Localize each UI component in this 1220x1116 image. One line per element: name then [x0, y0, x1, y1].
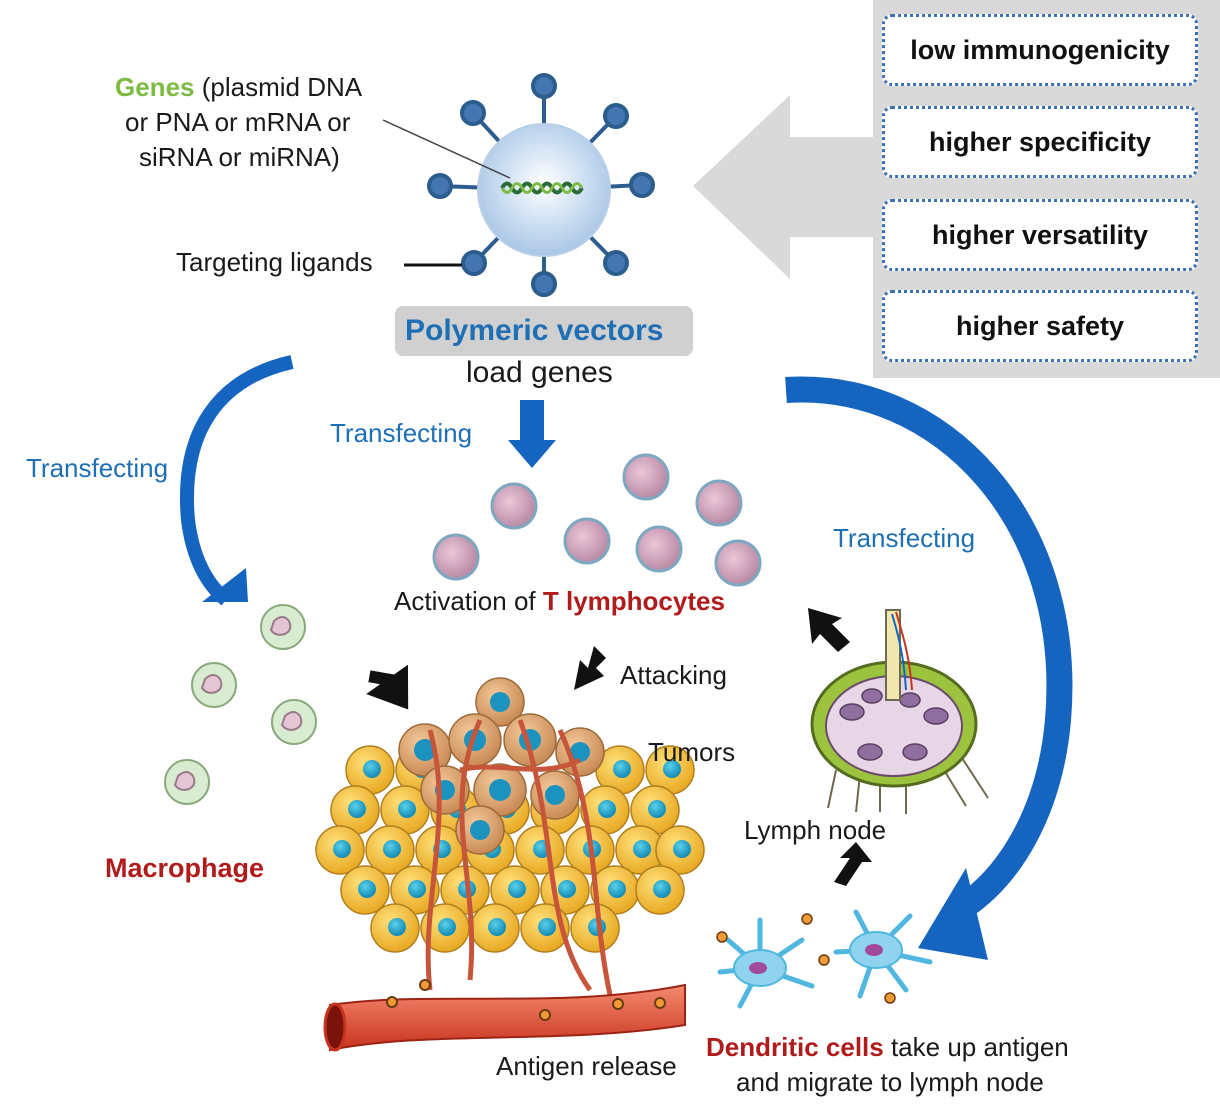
t-lymphocyte-cells: [432, 453, 762, 587]
tumor-nucleus: [488, 918, 506, 936]
polymeric-vectors-box: [395, 306, 693, 356]
genes-caption-line1: Genes (plasmid DNA: [115, 74, 362, 100]
tumor-nucleus: [558, 880, 576, 898]
left-transfect-arrow: [180, 355, 294, 606]
right-transfect-arrow: [785, 376, 1073, 924]
tumor-nucleus: [383, 840, 401, 858]
tumor-nucleus: [648, 800, 666, 818]
down-arrow: [508, 400, 556, 468]
blood-vessel: [323, 979, 686, 1052]
genes-label: Genes: [115, 72, 195, 102]
attacking-label: Attacking: [620, 660, 727, 690]
tumor-nucleus: [388, 918, 406, 936]
dendritic-caption-line1: Dendritic cells take up antigen: [706, 1034, 1069, 1060]
genes-caption-line3: siRNA or miRNA): [139, 142, 340, 172]
transfecting-left-label: Transfecting: [26, 453, 169, 483]
t-lymphocyte-prefix: Activation of: [394, 586, 543, 616]
property-low-immunogenicity: low immunogenicity: [882, 14, 1198, 86]
dendritic-cells: [716, 909, 933, 1009]
transfecting-center-label: Transfecting: [330, 418, 473, 448]
dendritic-rest: take up antigen: [883, 1032, 1069, 1062]
tumor-nucleus: [348, 800, 366, 818]
tumor-nucleus: [633, 840, 651, 858]
tumor-nucleus: [598, 800, 616, 818]
tumors-label: Tumors: [648, 737, 736, 767]
tumor-nucleus: [608, 880, 626, 898]
tumor-nucleus: [673, 840, 691, 858]
tumor-nucleus: [508, 880, 526, 898]
t-lymphocyte-caption: Activation of T lymphocytes: [394, 588, 725, 614]
genes-detail-1: (plasmid DNA: [194, 72, 363, 102]
transfecting-right-label: Transfecting: [833, 523, 976, 553]
tumor-nucleus: [438, 918, 456, 936]
tumor-nucleus: [358, 880, 376, 898]
tumor-nucleus: [613, 760, 631, 778]
lymph-node-icon: [810, 609, 989, 814]
property-higher-specificity: higher specificity: [882, 106, 1198, 178]
tumor-nucleus: [663, 760, 681, 778]
tumor-nucleus: [398, 800, 416, 818]
tumor-nucleus: [408, 880, 426, 898]
genes-caption-line2: or PNA or mRNA or: [125, 107, 351, 137]
load-genes-label: load genes: [466, 356, 613, 389]
tumor-nucleus: [363, 760, 381, 778]
black-arrows: [366, 608, 872, 886]
t-lymphocyte-highlight: T lymphocytes: [542, 586, 725, 616]
tumor-nucleus: [538, 918, 556, 936]
polymeric-vector-icon: [427, 73, 655, 297]
macrophage-cells: [164, 604, 317, 805]
property-higher-versatility: higher versatility: [882, 199, 1198, 271]
genes-pointer-line: [382, 119, 511, 179]
dendritic-caption-line2: and migrate to lymph node: [736, 1067, 1044, 1097]
tumor-nucleus: [653, 880, 671, 898]
targeting-ligands-label: Targeting ligands: [176, 247, 373, 277]
gray-arrow: [693, 95, 873, 279]
tumor-nucleus: [333, 840, 351, 858]
tumor-mass: [315, 677, 705, 996]
polymeric-vectors-title: Polymeric vectors: [405, 314, 664, 347]
property-higher-safety: higher safety: [882, 290, 1198, 362]
macrophage-label: Macrophage: [105, 853, 265, 883]
dendritic-highlight: Dendritic cells: [706, 1032, 884, 1062]
antigen-release-label: Antigen release: [496, 1051, 677, 1081]
lymph-node-label: Lymph node: [744, 815, 887, 845]
